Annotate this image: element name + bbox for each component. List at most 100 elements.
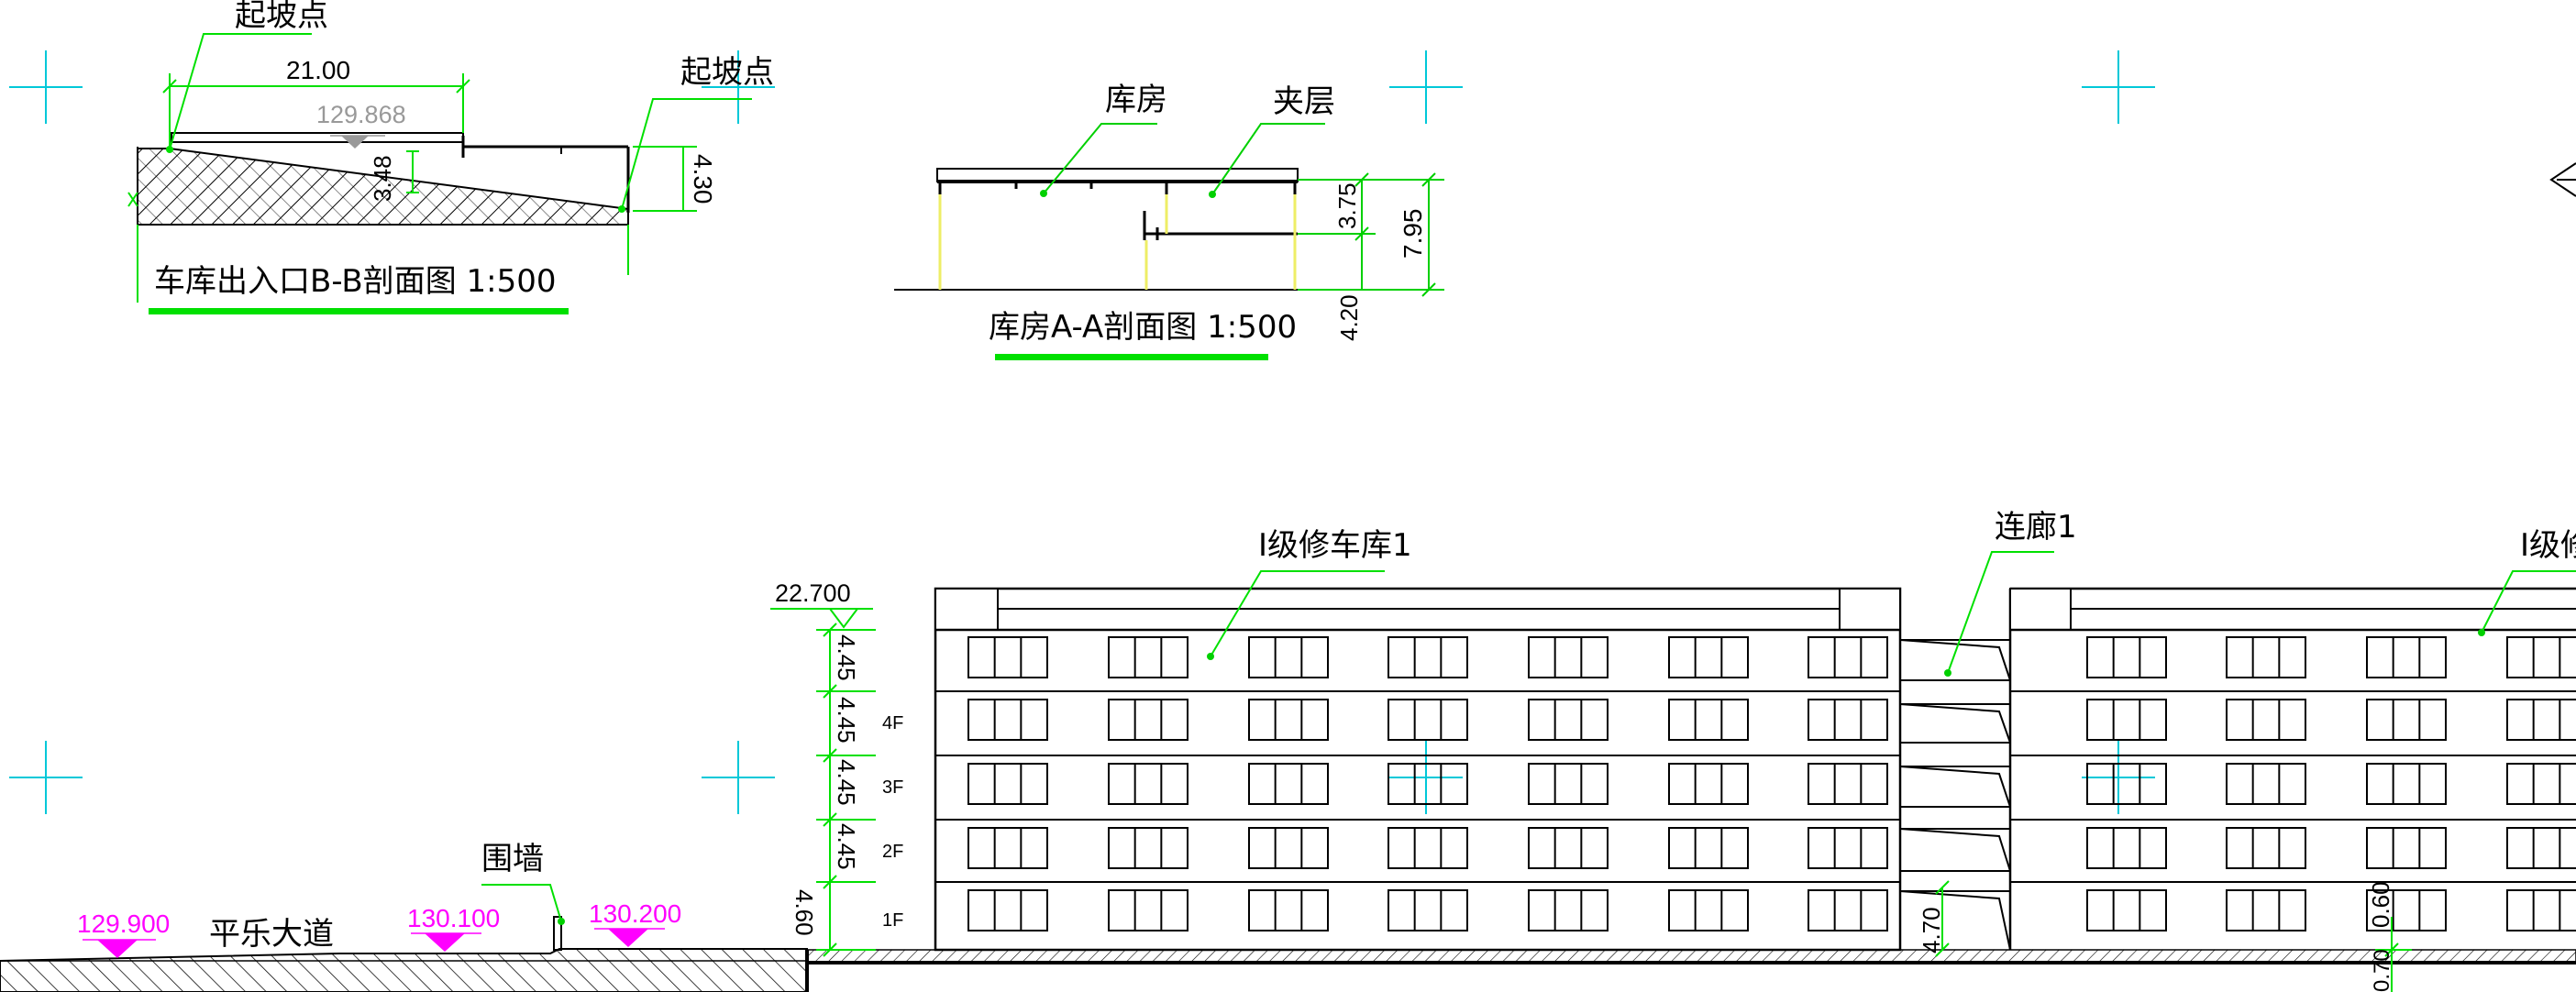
right-dim-b: 0.70 xyxy=(2370,949,2394,992)
window xyxy=(1808,636,1888,678)
window xyxy=(1248,699,1329,741)
bb-dim-inner: 3.48 xyxy=(369,155,396,202)
window xyxy=(1108,827,1188,869)
north-arrow-partial-icon xyxy=(2549,162,2576,197)
window xyxy=(1668,889,1749,931)
grid-marks xyxy=(9,50,2155,814)
grid-cross-icon xyxy=(9,50,83,124)
window xyxy=(1108,763,1188,805)
floor-dim-5: 4.60 xyxy=(790,889,818,936)
window xyxy=(1528,636,1609,678)
window xyxy=(2226,636,2306,678)
window xyxy=(2226,699,2306,741)
corridor-dim: 4.70 xyxy=(1918,907,1945,953)
aa-roof-slab xyxy=(936,168,1299,182)
window xyxy=(967,763,1048,805)
window xyxy=(2226,827,2306,869)
window xyxy=(2226,763,2306,805)
window xyxy=(1808,827,1888,869)
window xyxy=(1808,889,1888,931)
window xyxy=(1528,827,1609,869)
window xyxy=(2506,636,2576,678)
bb-dim-length: 21.00 xyxy=(286,56,350,84)
window xyxy=(2366,827,2447,869)
window xyxy=(1668,827,1749,869)
window xyxy=(1668,763,1749,805)
top-elevation: 22.700 xyxy=(775,579,851,607)
elevation-marker-icon xyxy=(425,933,465,952)
window xyxy=(1668,699,1749,741)
window xyxy=(1388,827,1468,869)
window xyxy=(2366,763,2447,805)
window xyxy=(1248,636,1329,678)
grid-cross-icon xyxy=(9,741,83,814)
window xyxy=(1528,763,1609,805)
window xyxy=(2506,699,2576,741)
bb-dim-height: 4.30 xyxy=(689,154,717,204)
window xyxy=(2086,763,2167,805)
window xyxy=(1528,699,1609,741)
floor-label-3f: 3F xyxy=(882,777,903,798)
section-aa: 库房 夹层 3.75 7.95 4.20 库房A-A剖面图 1:500 xyxy=(894,82,1444,360)
floor-dim-1: 4.45 xyxy=(833,634,860,681)
floor-label-2f: 2F xyxy=(882,842,903,862)
floor-dim-3: 4.45 xyxy=(833,759,860,806)
bb-elevation: 129.868 xyxy=(316,101,406,128)
ramp-roof-slab xyxy=(171,132,464,143)
window xyxy=(2086,827,2167,869)
aa-dim-upper: 3.75 xyxy=(1333,182,1361,229)
window xyxy=(2086,636,2167,678)
floor-label-1f: 1F xyxy=(882,910,903,931)
garage-building-2 xyxy=(2008,587,2576,950)
window xyxy=(1668,636,1749,678)
ground-hatch-strip xyxy=(806,949,2576,964)
floor-dim-4: 4.45 xyxy=(833,823,860,870)
label-corridor: 连廊1 xyxy=(1995,509,2077,546)
grid-cross-icon xyxy=(2082,741,2155,814)
window xyxy=(1808,699,1888,741)
grid-cross-icon xyxy=(1389,50,1463,124)
aa-title: 库房A-A剖面图 1:500 xyxy=(989,309,1297,346)
corridor-link-1 xyxy=(1899,639,2011,951)
floor-dim-2: 4.45 xyxy=(833,697,860,744)
window xyxy=(1388,699,1468,741)
boundary-wall xyxy=(553,916,562,951)
window xyxy=(1248,889,1329,931)
aa-label-warehouse: 库房 xyxy=(1105,82,1167,118)
elevation-marker-icon xyxy=(608,929,648,947)
label-garage-2: Ⅰ级修 xyxy=(2520,527,2576,564)
grid-cross-icon xyxy=(1389,741,1463,814)
window xyxy=(1108,699,1188,741)
window xyxy=(967,699,1048,741)
road-label: 平乐大道 xyxy=(209,916,334,953)
bb-title: 车库出入口B-B剖面图 1:500 xyxy=(154,263,557,300)
window xyxy=(967,889,1048,931)
window xyxy=(967,827,1048,869)
window xyxy=(967,636,1048,678)
window xyxy=(1388,889,1468,931)
window xyxy=(2366,889,2447,931)
window xyxy=(2086,699,2167,741)
elevation-marker-icon xyxy=(97,940,138,958)
window xyxy=(2086,889,2167,931)
window xyxy=(1388,763,1468,805)
ground-elevation-3: 130.200 xyxy=(589,899,681,928)
aa-dim-total: 7.95 xyxy=(1399,209,1427,259)
window xyxy=(1808,763,1888,805)
window xyxy=(1388,636,1468,678)
window xyxy=(1248,827,1329,869)
bb-title-underline xyxy=(149,308,569,314)
window xyxy=(2226,889,2306,931)
label-garage-1: Ⅰ级修车库1 xyxy=(1258,527,1412,564)
aa-dim-lower: 4.20 xyxy=(1335,294,1363,341)
window xyxy=(1108,636,1188,678)
window xyxy=(2366,699,2447,741)
window xyxy=(1108,889,1188,931)
window xyxy=(2506,763,2576,805)
wall-label: 围墙 xyxy=(481,841,544,877)
garage-building-1 xyxy=(934,587,1902,952)
window xyxy=(2506,889,2576,931)
elevation-view: 22.700 4.45 4.45 4.45 4.45 4.60 4F 3F 2F… xyxy=(0,509,2576,992)
ground-elevation-1: 129.900 xyxy=(77,909,170,938)
ground-elevation-2: 130.100 xyxy=(407,904,500,932)
